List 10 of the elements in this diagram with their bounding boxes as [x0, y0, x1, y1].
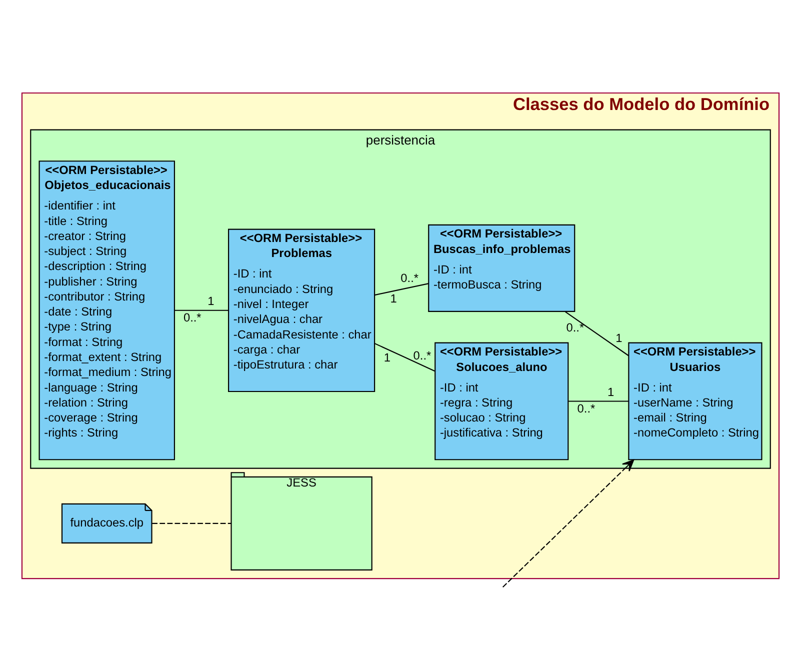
label: 0..* — [412, 348, 431, 362]
label: 0..* — [566, 320, 584, 335]
label: 1 — [607, 385, 614, 400]
label: 0..* — [400, 271, 418, 286]
label: 0..* — [182, 310, 201, 325]
label: 0..* — [576, 401, 595, 416]
label: 1 — [383, 350, 390, 364]
label: 1 — [390, 291, 396, 306]
label: 1 — [207, 294, 214, 308]
label: 1 — [615, 330, 622, 345]
